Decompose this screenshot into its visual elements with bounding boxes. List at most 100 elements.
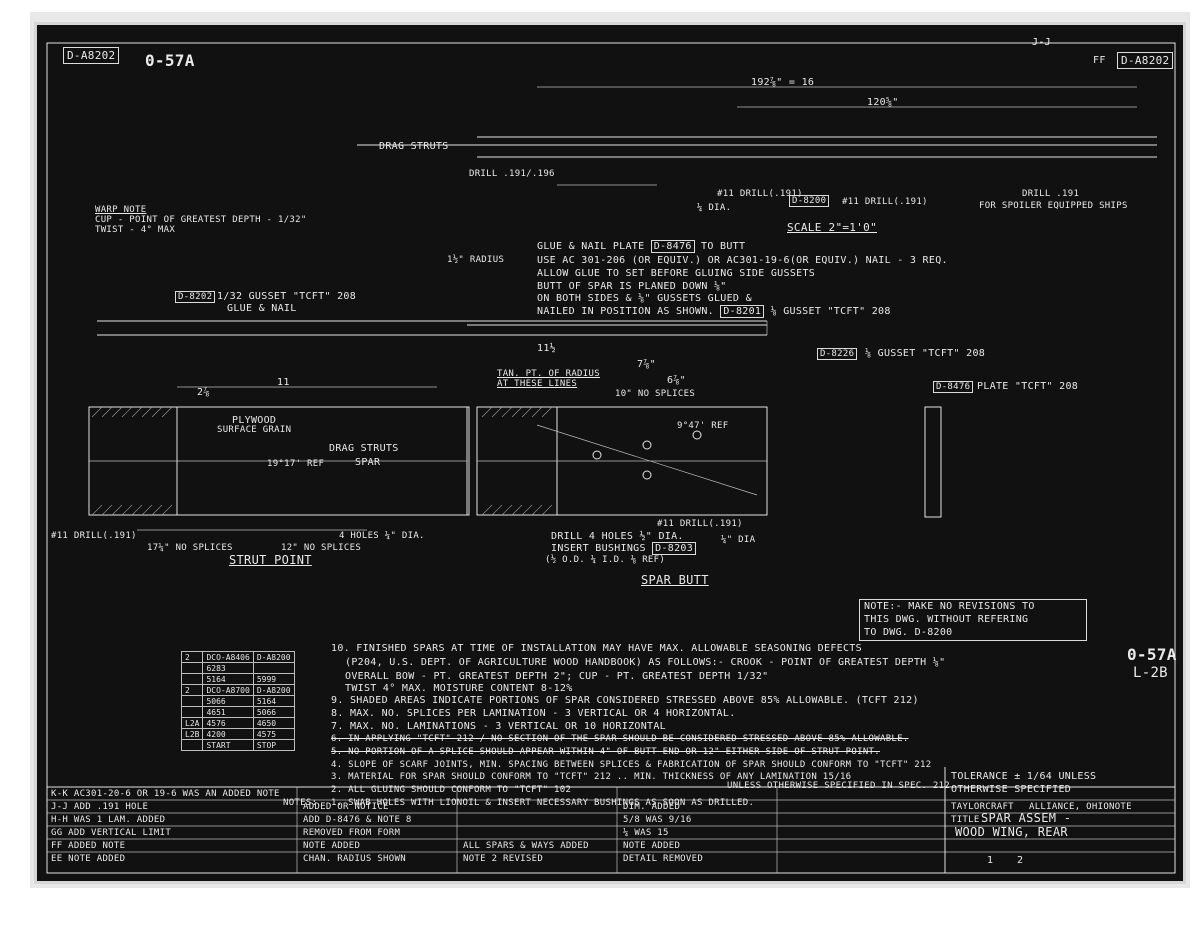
rev-kk: K-K AC301-20-6 OR 19-6 WAS AN ADDED NOTE bbox=[51, 789, 280, 799]
note-10-d: TWIST 4° MAX. MOISTURE CONTENT 8-12% bbox=[345, 683, 573, 694]
drawing-title-1: SPAR ASSEM - bbox=[981, 811, 1072, 825]
butt-dim-3: 6⅞" bbox=[667, 375, 686, 386]
note-3-b: UNLESS OTHERWISE SPECIFIED IN SPEC. 212. bbox=[727, 781, 956, 791]
rev-right-2: ¼ WAS 15 bbox=[623, 828, 669, 838]
revision-note-l1: NOTE:- MAKE NO REVISIONS TO bbox=[864, 601, 1035, 612]
butt-no-splices: 10" NO SPLICES bbox=[615, 389, 696, 399]
glue-note-l2: USE AC 301-206 (OR EQUIV.) OR AC301-19-6… bbox=[537, 255, 948, 266]
gusset2-ref: D-8226 bbox=[817, 348, 858, 360]
glue-note-l1: GLUE & NAIL PLATE D-8476 TO BUTT bbox=[537, 240, 746, 253]
rev-right-5: ALL SPARS & WAYS ADDED bbox=[463, 841, 589, 851]
zone-ff: FF bbox=[1093, 55, 1106, 66]
warp-note-cup: CUP - POINT OF GREATEST DEPTH - 1/32" bbox=[95, 215, 307, 225]
glue-note-l4: BUTT OF SPAR IS PLANED DOWN ⅛" bbox=[537, 281, 727, 292]
revision-note-l3: TO DWG. D-8200 bbox=[864, 627, 953, 638]
rev-hh: H-H WAS 1 LAM. ADDED bbox=[51, 815, 166, 825]
note-6: 6. IN APPLYING "TCFT" 212 / NO SECTION O… bbox=[331, 734, 909, 744]
spar-butt-title: SPAR BUTT bbox=[641, 573, 709, 587]
butt-at-lines: AT THESE LINES bbox=[497, 379, 578, 389]
rev-right-1: 5/8 WAS 9/16 bbox=[623, 815, 692, 825]
rev-right-4: DETAIL REMOVED bbox=[623, 854, 704, 864]
rev-mid-1: ADD D-8476 & NOTE 8 bbox=[303, 815, 412, 825]
top-drill-spoiler: DRILL .191 bbox=[1022, 189, 1080, 199]
notes-label: NOTES: bbox=[283, 798, 318, 808]
revision-note-box: NOTE:- MAKE NO REVISIONS TO THIS DWG. WI… bbox=[859, 599, 1087, 641]
strut-ref-angle: 19°17' REF bbox=[267, 459, 325, 469]
top-drill-3: #11 DRILL(.191) bbox=[842, 197, 928, 207]
butt-drill-holes: DRILL 4 HOLES ½" DIA. bbox=[551, 531, 684, 542]
top-drag-struts: DRAG STRUTS bbox=[379, 141, 449, 152]
top-scale: SCALE 2"=1'0" bbox=[787, 221, 877, 234]
dwg-number-right: D-A8202 bbox=[1117, 52, 1174, 69]
strut-holes: 4 HOLES ¼" DIA. bbox=[339, 531, 425, 541]
note-10-c: OVERALL BOW - PT. GREATEST DEPTH 2"; CUP… bbox=[345, 671, 769, 682]
glue-note-l6: NAILED IN POSITION AS SHOWN. D-8201 ⅛ GU… bbox=[537, 305, 891, 318]
rev-mid-2: REMOVED FROM FORM bbox=[303, 828, 401, 838]
rev-gg: GG ADD VERTICAL LIMIT bbox=[51, 828, 172, 838]
butt-ref-angle: 9°47' REF bbox=[677, 421, 729, 431]
zone-jj: J-J bbox=[1032, 37, 1051, 48]
tolerance-2: OTHERWISE SPECIFIED bbox=[951, 784, 1072, 795]
company-location: ALLIANCE, OHIO bbox=[1029, 802, 1110, 812]
rev-mid-3: NOTE ADDED bbox=[303, 841, 361, 851]
note-4: 4. SLOPE OF SCARF JOINTS, MIN. SPACING B… bbox=[331, 760, 932, 770]
butt-insert: INSERT BUSHINGS D-8203 bbox=[551, 542, 697, 555]
note-8: 8. MAX. NO. SPLICES PER LAMINATION - 3 V… bbox=[331, 708, 736, 719]
table-row: 6283 bbox=[180, 662, 295, 674]
strut-plywood: PLYWOOD bbox=[232, 415, 277, 426]
top-ref-part: D-8200 bbox=[789, 195, 830, 207]
glue-note-ref: D-8476 bbox=[650, 240, 695, 253]
blueprint-print: D-A8202 0-57A D-A8202 FF J-J DRAG STRUTS… bbox=[34, 22, 1186, 884]
strut-drag-struts: DRAG STRUTS bbox=[329, 443, 399, 454]
drawing-linework bbox=[46, 42, 1176, 874]
glue-note-l5: ON BOTH SIDES & ⅛" GUSSETS GLUED & bbox=[537, 293, 752, 304]
strut-drill: #11 DRILL(.191) bbox=[51, 531, 137, 541]
butt-bushing-dims: (½ O.D. ¼ I.D. ⅛ REF) bbox=[545, 555, 666, 565]
company: TAYLORCRAFT bbox=[951, 802, 1014, 812]
top-spoiler-note: FOR SPOILER EQUIPPED SHIPS bbox=[979, 201, 1128, 211]
butt-drill: #11 DRILL(.191) bbox=[657, 519, 743, 529]
warp-note-twist: TWIST - 4° MAX bbox=[95, 225, 176, 235]
glue-nail: GLUE & NAIL bbox=[227, 303, 297, 314]
strut-no-splices-1: 17¼" NO SPLICES bbox=[147, 543, 233, 553]
top-dia: ¼ DIA. bbox=[697, 203, 732, 213]
note-2: 2. ALL GLUING SHOULD CONFORM TO "TCFT" 1… bbox=[331, 785, 572, 795]
top-dim-2: 120⅝" bbox=[867, 97, 899, 108]
strut-grain: SURFACE GRAIN bbox=[217, 425, 292, 435]
gusset-text: 1/32 GUSSET "TCFT" 208 bbox=[217, 291, 357, 302]
note-10: 10. FINISHED SPARS AT TIME OF INSTALLATI… bbox=[331, 643, 862, 654]
rev-right-3: NOTE ADDED bbox=[623, 841, 681, 851]
plate-text: PLATE "TCFT" 208 bbox=[977, 381, 1079, 392]
note-10-b: (P204, U.S. DEPT. OF AGRICULTURE WOOD HA… bbox=[345, 657, 946, 668]
note-7: 7. MAX. NO. LAMINATIONS - 3 VERTICAL OR … bbox=[331, 721, 666, 732]
glue-radius: 1½" RADIUS bbox=[447, 255, 505, 265]
title-scale-label: NOTE bbox=[1109, 802, 1132, 812]
strut-dim-top: 11 bbox=[277, 377, 290, 388]
rev-mid-5: NOTE 2 REVISED bbox=[463, 854, 544, 864]
part-number-lower: 0-57A bbox=[1127, 645, 1177, 664]
glue-note-ref2: D-8201 bbox=[720, 305, 765, 318]
sheet-ref: L-2B bbox=[1133, 665, 1168, 681]
butt-dim-1: 11½ bbox=[537, 343, 556, 354]
sheet-number: 1 bbox=[987, 855, 994, 866]
glue-note-l3: ALLOW GLUE TO SET BEFORE GLUING SIDE GUS… bbox=[537, 268, 816, 279]
rev-ff: FF ADDED NOTE bbox=[51, 841, 126, 851]
sheet-of: 2 bbox=[1017, 855, 1024, 866]
warp-note-title: WARP NOTE bbox=[95, 205, 147, 215]
top-dim-1: 192⅞" = 16 bbox=[751, 77, 815, 88]
rev-mid-4: CHAN. RADIUS SHOWN bbox=[303, 854, 406, 864]
plate-ref: D-8476 bbox=[933, 381, 974, 393]
gusset-ref: D-8202 bbox=[175, 291, 216, 303]
strut-point-title: STRUT POINT bbox=[229, 553, 312, 567]
butt-bushing-ref: D-8203 bbox=[652, 542, 697, 555]
rev-right-0: DIM. ADDED bbox=[623, 802, 681, 812]
